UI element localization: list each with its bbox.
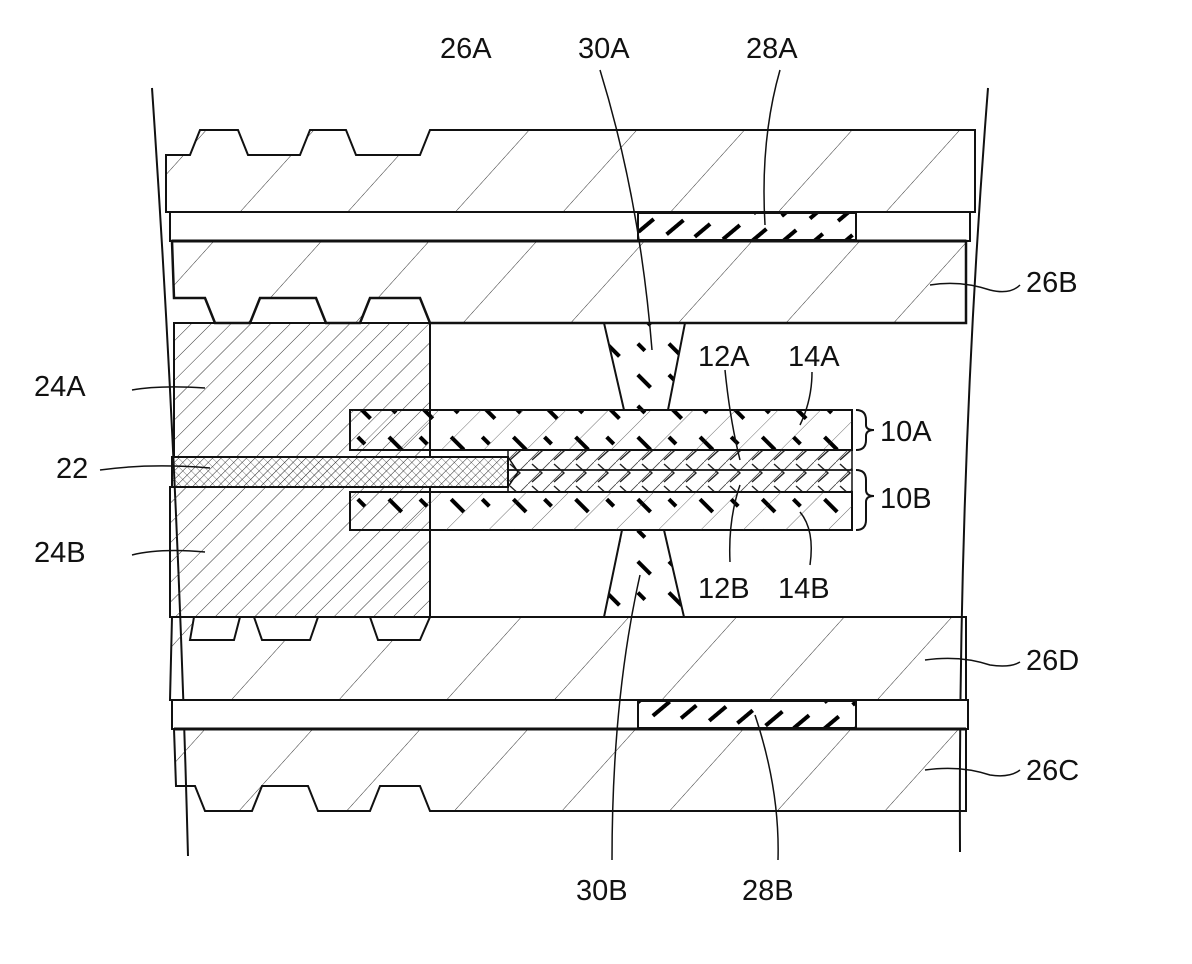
label-24A: 24A: [34, 371, 86, 403]
layer-12A: [508, 450, 852, 470]
label-12A: 12A: [698, 341, 750, 373]
label-26B: 26B: [1026, 267, 1078, 299]
brace-10A: [856, 410, 874, 450]
resin-28A: [638, 213, 856, 240]
label-10A: 10A: [880, 416, 932, 448]
label-10B: 10B: [880, 483, 932, 515]
label-14B: 14B: [778, 573, 830, 605]
label-28A: 28A: [746, 33, 798, 65]
label-26D: 26D: [1026, 645, 1079, 677]
spacer-30B: [604, 530, 684, 617]
layer-12B: [508, 470, 852, 492]
layer-26A: [166, 130, 975, 212]
label-30B: 30B: [576, 875, 628, 907]
label-26C: 26C: [1026, 755, 1079, 787]
label-22: 22: [56, 453, 88, 485]
layer-26C: [174, 729, 966, 811]
layer-26B: [172, 241, 966, 323]
spacer-30A: [604, 323, 685, 410]
label-24B: 24B: [34, 537, 86, 569]
layer-26D: [170, 617, 966, 700]
resin-28B: [638, 701, 856, 728]
brace-10B: [856, 470, 874, 530]
label-26A: 26A: [440, 33, 492, 65]
label-30A: 30A: [578, 33, 630, 65]
label-14A: 14A: [788, 341, 840, 373]
label-28B: 28B: [742, 875, 794, 907]
label-12B: 12B: [698, 573, 750, 605]
